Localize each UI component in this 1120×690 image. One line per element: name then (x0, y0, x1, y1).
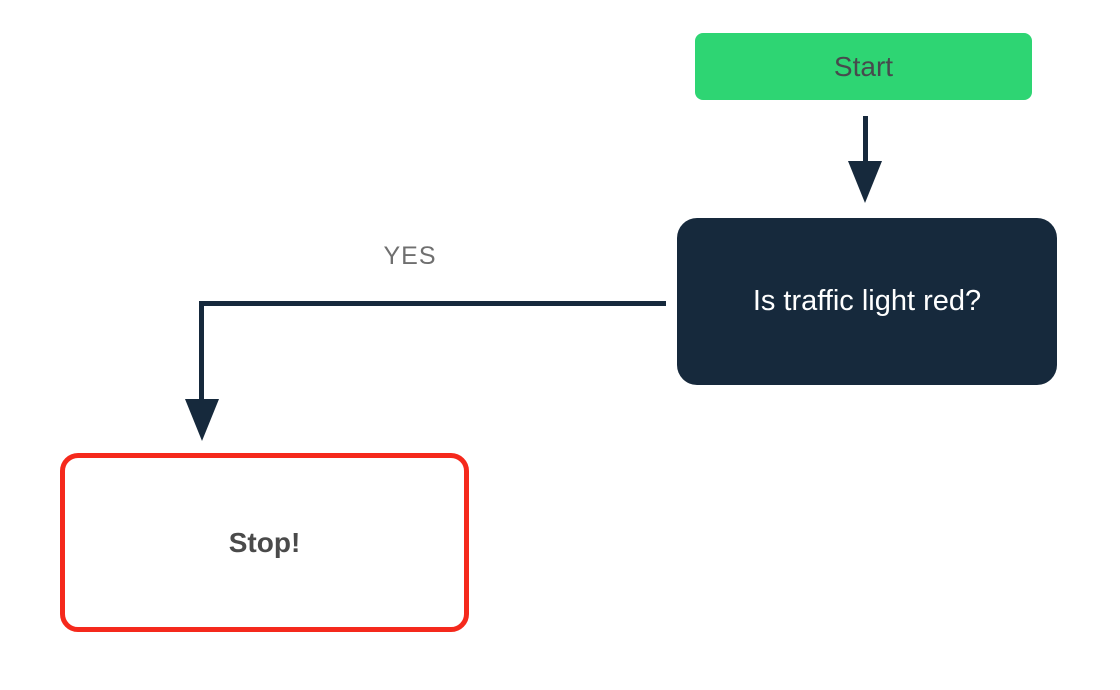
edge-label-yes: YES (383, 242, 437, 270)
connector-decision-to-stop-vertical-line (199, 301, 204, 401)
node-start: Start (695, 33, 1032, 100)
node-decision: Is traffic light red? (677, 218, 1057, 385)
connector-decision-to-stop-horizontal-line (200, 301, 666, 306)
arrowhead-down-icon (848, 161, 882, 203)
node-stop-label: Stop! (228, 526, 301, 558)
node-start-label: Start (833, 50, 894, 82)
connector-start-to-decision-line (863, 116, 868, 164)
node-stop: Stop! (60, 453, 469, 632)
node-decision-label: Is traffic light red? (752, 285, 982, 317)
arrowhead-down-icon (185, 399, 219, 441)
